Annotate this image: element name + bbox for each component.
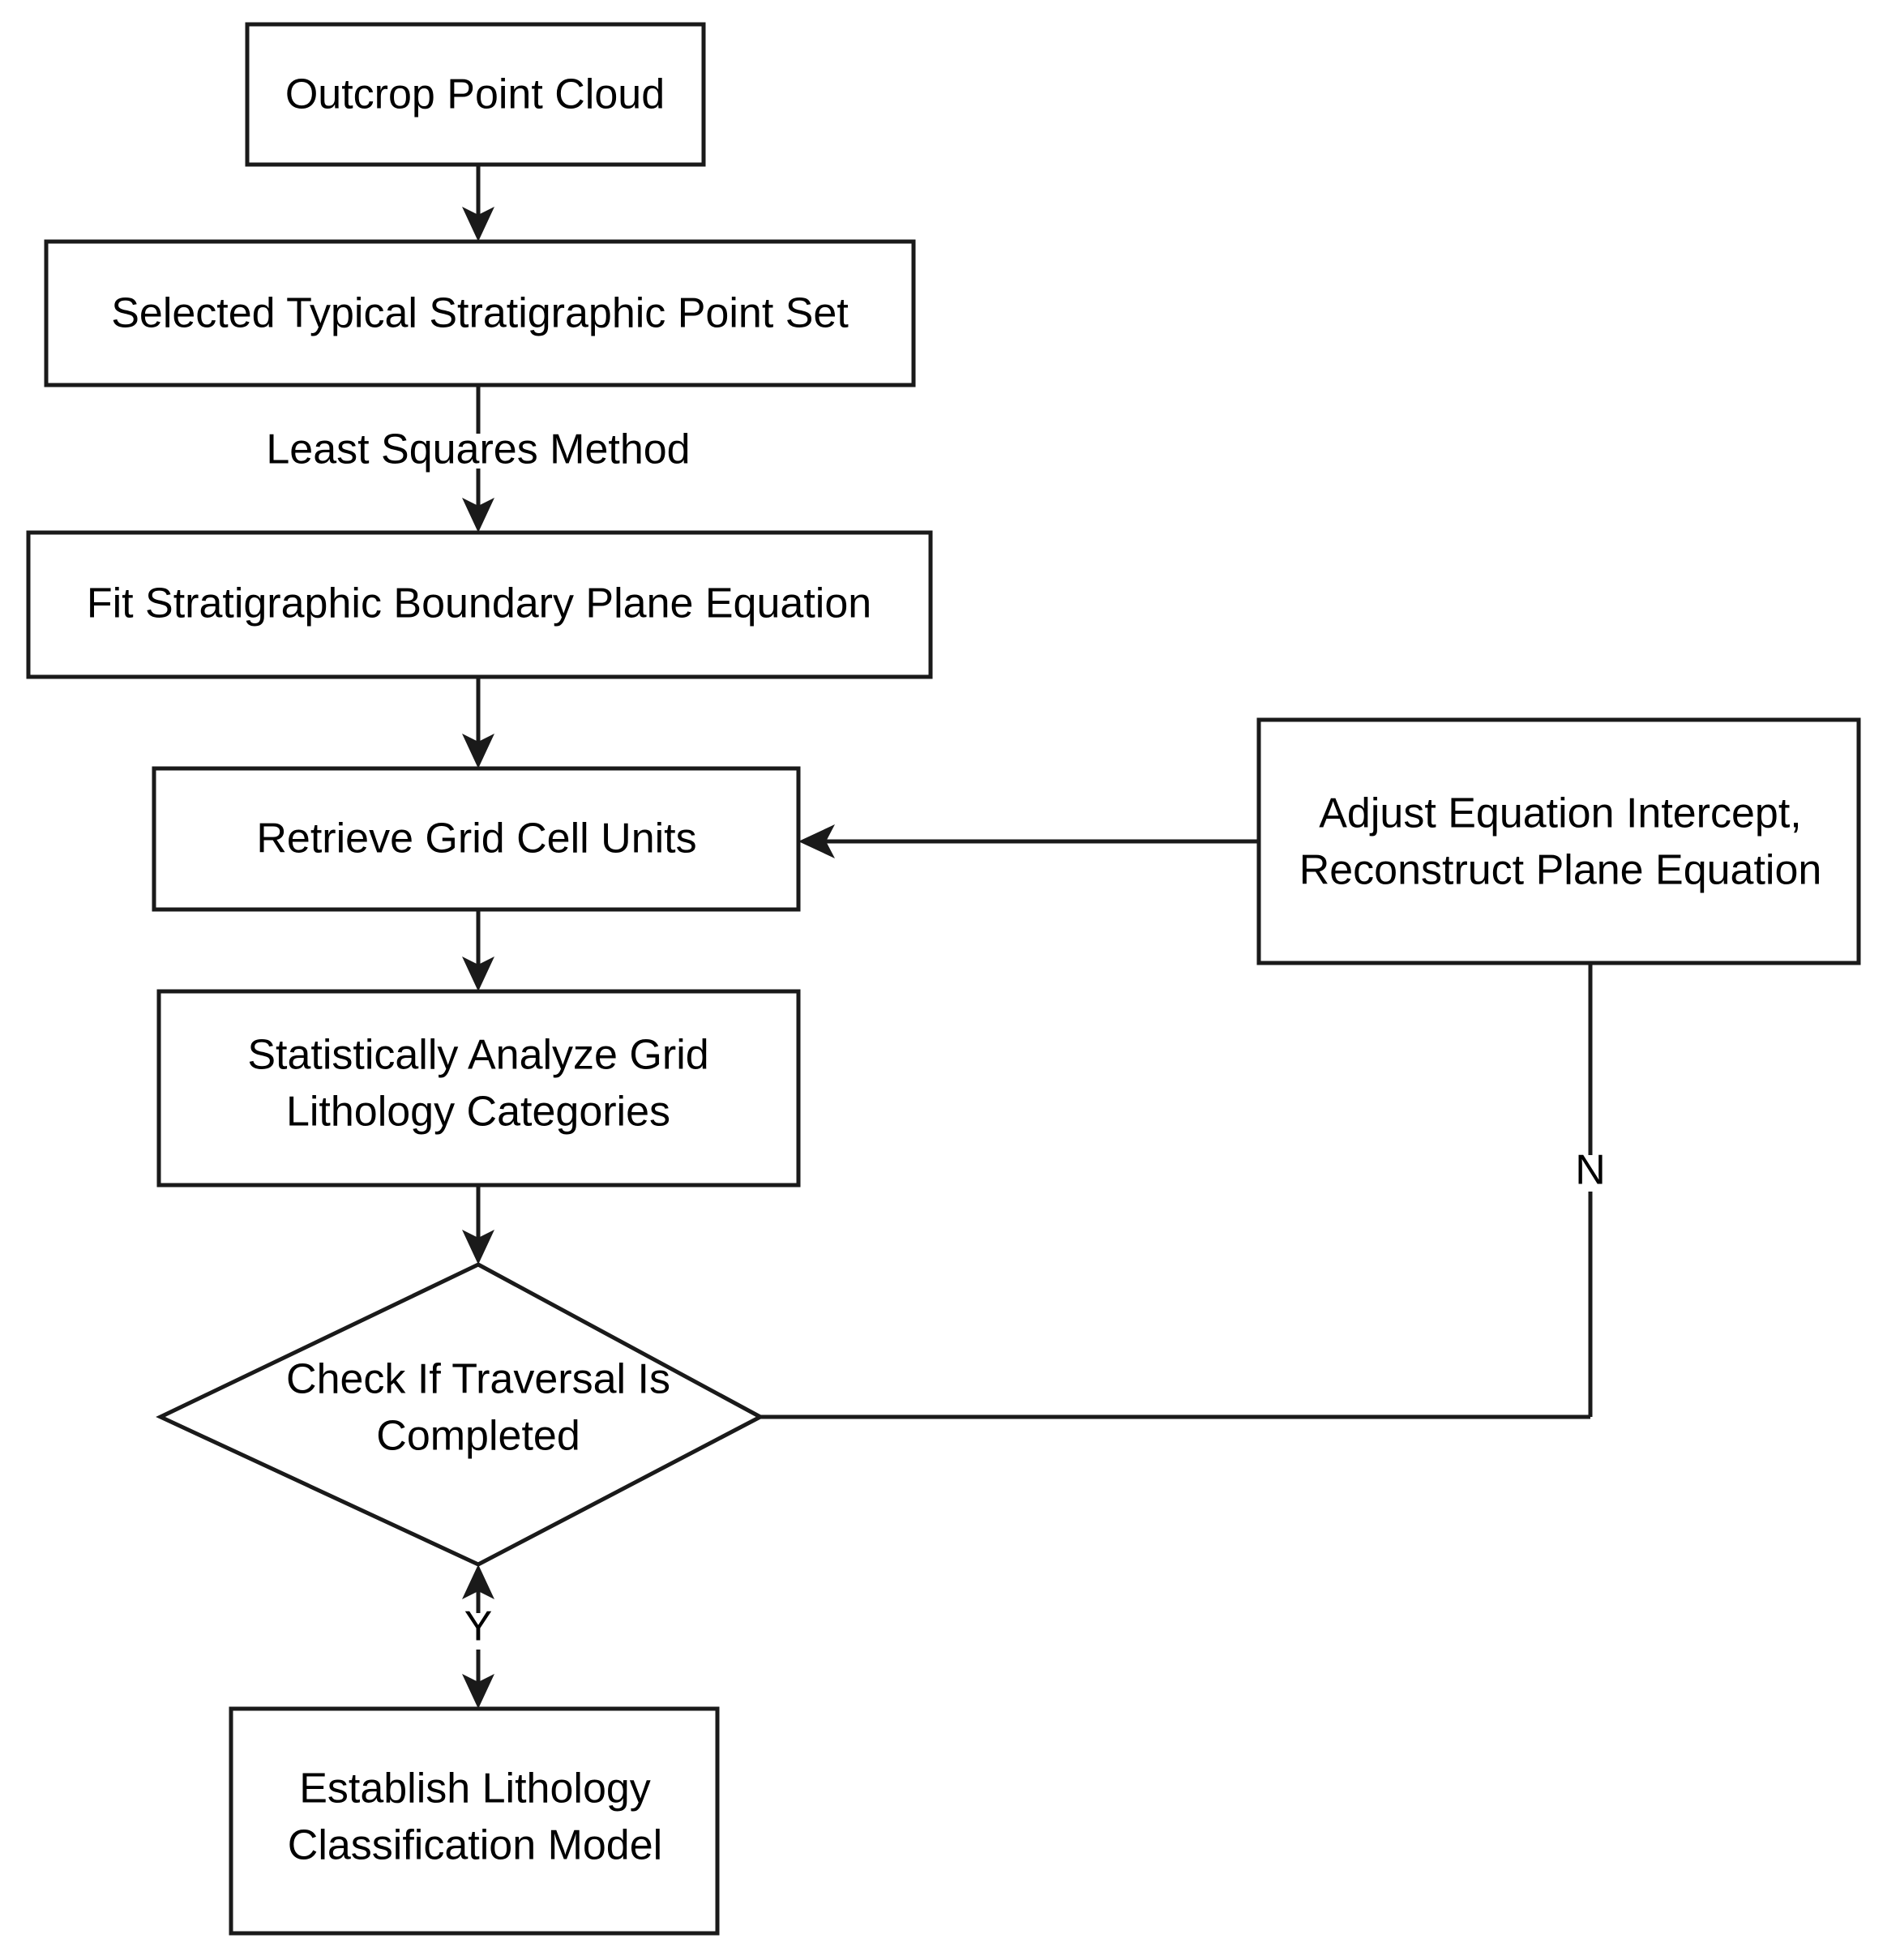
node-retrieve-grid-cells[interactable]: Retrieve Grid Cell Units	[152, 766, 801, 912]
node-label-analyze-lithology-line1: Statistically Analyze Grid	[247, 1032, 708, 1079]
node-fit-plane-equation[interactable]: Fit Stratigraphic Boundary Plane Equatio…	[26, 530, 933, 679]
node-selected-point-set[interactable]: Selected Typical Stratigraphic Point Set	[44, 239, 916, 387]
node-label-selected-point-set: Selected Typical Stratigraphic Point Set	[111, 290, 849, 337]
node-label-fit-plane-equation: Fit Stratigraphic Boundary Plane Equatio…	[87, 580, 871, 627]
edge-adjust-to-retrieve	[798, 824, 1259, 858]
node-outcrop-point-cloud[interactable]: Outcrop Point Cloud	[245, 22, 706, 167]
edge-outcrop-to-pointset	[462, 165, 494, 242]
node-adjust-intercept[interactable]: Adjust Equation Intercept, Reconstruct P…	[1256, 717, 1861, 965]
node-label-adjust-intercept-line1: Adjust Equation Intercept,	[1319, 790, 1802, 837]
edge-pointset-to-fitplane	[462, 385, 494, 533]
edge-label-yes-branch: Y	[464, 1603, 493, 1650]
node-check-traversal[interactable]: Check If Traversal Is Completed	[156, 1262, 765, 1567]
node-label-check-traversal-line2: Completed	[376, 1413, 580, 1460]
node-label-check-traversal-line1: Check If Traversal Is	[286, 1356, 670, 1403]
node-label-establish-model-line2: Classification Model	[288, 1822, 662, 1869]
edge-label-no-branch: N	[1575, 1147, 1606, 1194]
node-establish-model[interactable]: Establish Lithology Classification Model	[229, 1706, 720, 1936]
edge-fitplane-to-retrieve	[462, 677, 494, 768]
node-label-analyze-lithology-line2: Lithology Categories	[286, 1089, 670, 1136]
node-analyze-lithology[interactable]: Statistically Analyze Grid Lithology Cat…	[156, 989, 801, 1188]
edge-check-no-to-adjust	[760, 963, 1593, 1419]
node-label-retrieve-grid-cells: Retrieve Grid Cell Units	[256, 815, 696, 862]
edge-label-least-squares-method: Least Squares Method	[266, 426, 690, 473]
edge-check-yes-to-establish	[462, 1564, 494, 1709]
node-label-outcrop-point-cloud: Outcrop Point Cloud	[285, 71, 665, 118]
edge-analyze-to-check	[462, 1185, 494, 1265]
edge-retrieve-to-analyze	[462, 909, 494, 991]
node-label-establish-model-line1: Establish Lithology	[299, 1765, 651, 1812]
node-label-adjust-intercept-line2: Reconstruct Plane Equation	[1299, 847, 1822, 894]
